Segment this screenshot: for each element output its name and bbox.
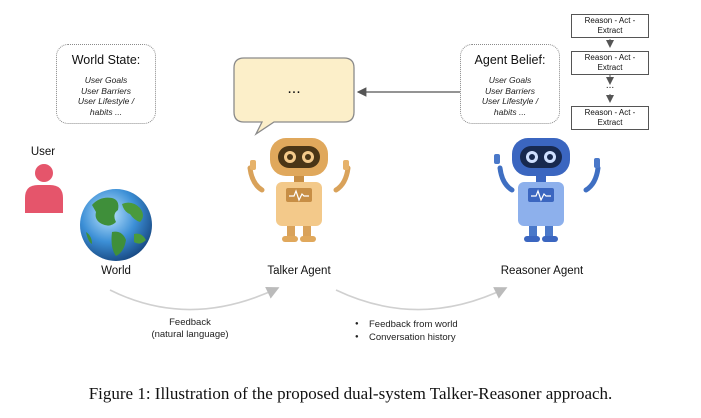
speech-bubble (233, 57, 355, 136)
pipeline-step: Reason - Act - Extract (571, 106, 649, 130)
world-globe-icon (80, 189, 152, 261)
reasoner-robot-icon (494, 138, 601, 242)
speech-bubble-text: ... (287, 80, 301, 97)
feedback-label: Feedback (natural language) (130, 317, 250, 341)
agent-belief-item: User Barriers (484, 85, 536, 96)
agent-belief-title: Agent Belief: (474, 53, 546, 67)
agent-belief-item: User Goals (488, 75, 532, 85)
talker-agent-label: Talker Agent (267, 265, 331, 277)
feedback-line-1: Feedback (169, 317, 211, 328)
world-state-item: User Goals (84, 75, 128, 85)
agent-belief-items: User Goals User Barriers User Lifestyle … (461, 75, 559, 117)
figure-caption: Figure 1: Illustration of the proposed d… (88, 384, 613, 403)
user-label: User (30, 146, 56, 158)
pipeline-step: Reason - Act - Extract (571, 51, 649, 75)
reasoner-input-item: Feedback from world (355, 318, 458, 331)
pipeline-ellipsis: ... (605, 80, 615, 91)
world-state-items: User Goals User Barriers User Lifestyle … (57, 75, 155, 117)
agent-belief-item: User Lifestyle / (481, 96, 539, 106)
reasoner-input-item: Conversation history (355, 331, 458, 344)
agent-belief-box: Agent Belief: User Goals User Barriers U… (460, 44, 560, 124)
agent-belief-item: habits ... (493, 106, 527, 117)
reasoner-inputs-list: Feedback from world Conversation history (355, 318, 458, 344)
pipeline-step: Reason - Act - Extract (571, 14, 649, 38)
talker-robot-icon (247, 138, 351, 242)
world-state-item: habits ... (89, 106, 123, 117)
world-state-item: User Barriers (80, 85, 132, 96)
feedback-line-2: (natural language) (151, 329, 229, 340)
world-state-box: World State: User Goals User Barriers Us… (56, 44, 156, 124)
reasoner-agent-label: Reasoner Agent (500, 265, 584, 277)
world-label: World (101, 265, 131, 277)
talker-to-reasoner-arrow (335, 287, 508, 311)
world-state-title: World State: (71, 53, 141, 67)
world-to-talker-arrow (109, 287, 280, 311)
world-state-item: User Lifestyle / (77, 96, 135, 106)
user-icon (25, 164, 63, 213)
